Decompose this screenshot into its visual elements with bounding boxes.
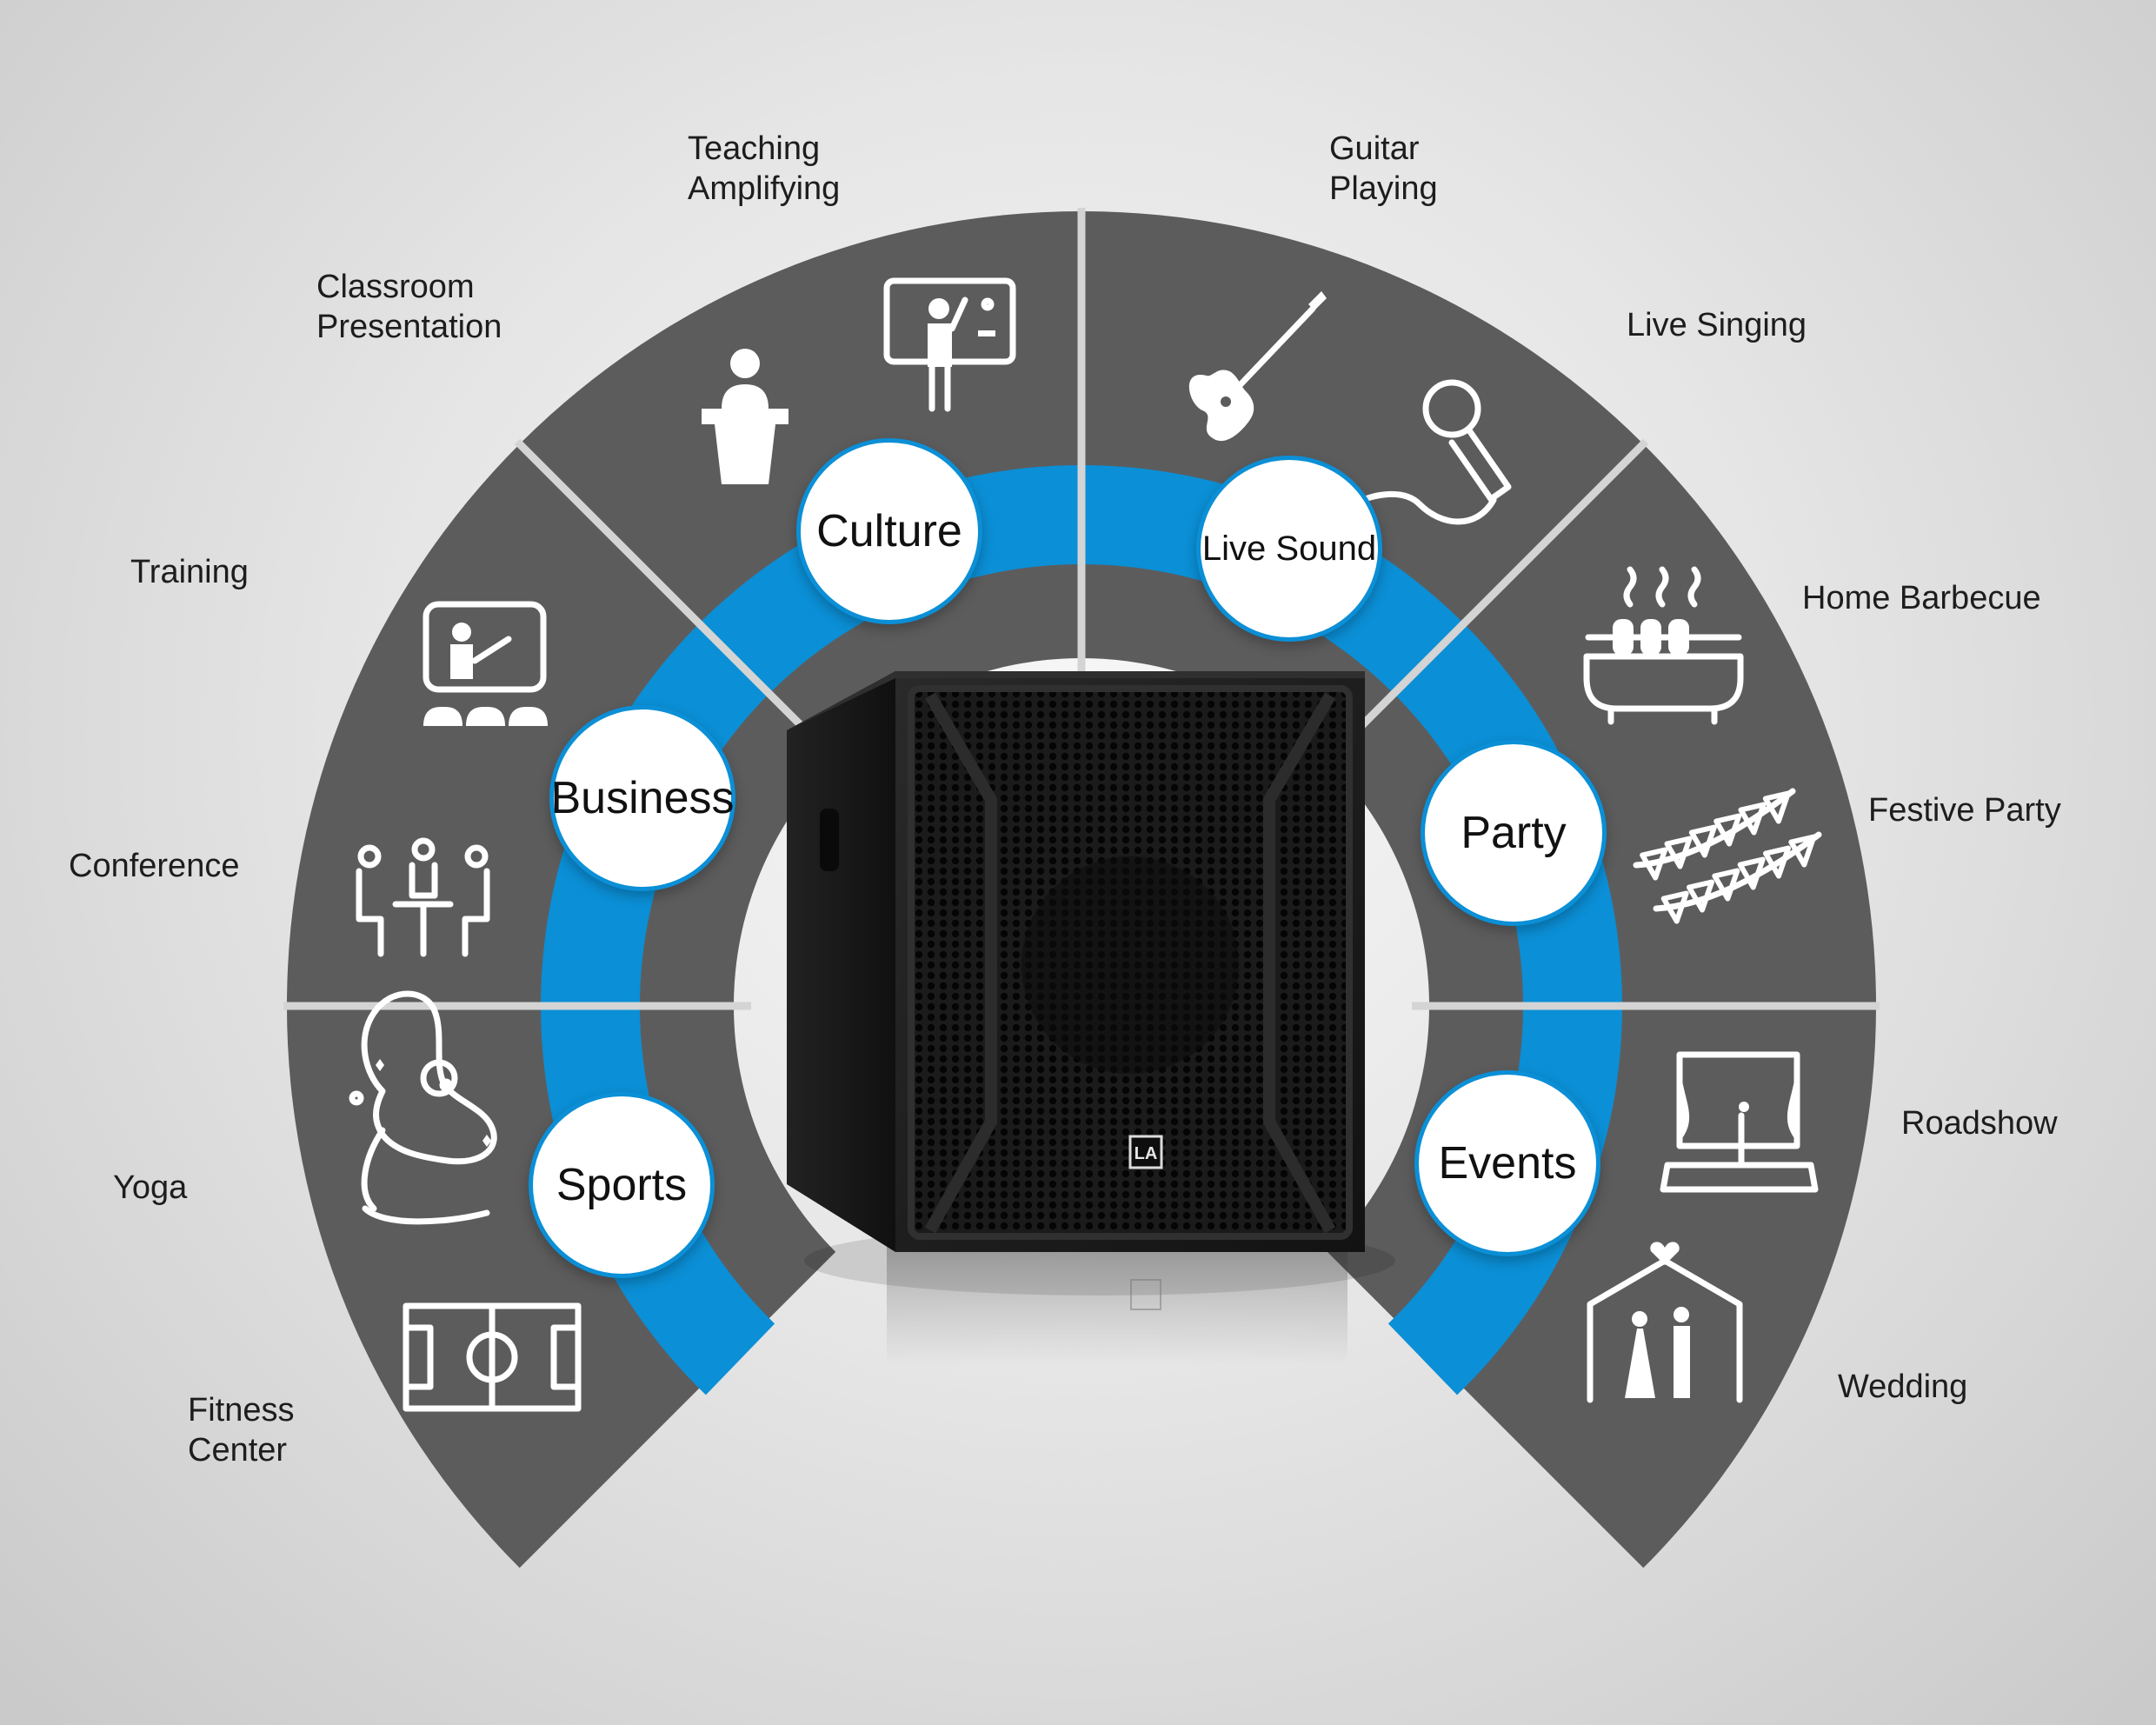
bunting-flag	[1788, 834, 1817, 868]
label-live-singing: Live Singing	[1627, 307, 1807, 343]
conference-meeting-icon	[356, 837, 490, 957]
category-culture[interactable]: Culture	[796, 438, 982, 624]
category-events[interactable]: Events	[1414, 1070, 1600, 1256]
bunting-flag	[1688, 824, 1717, 858]
category-live-sound[interactable]: Live Sound	[1196, 456, 1382, 642]
label-roadshow: Roadshow	[1901, 1105, 2058, 1142]
teacher-whiteboard-icon	[883, 277, 1016, 412]
bunting-flag	[1762, 790, 1791, 824]
separator-line	[1312, 438, 1649, 776]
label-yoga: Yoga	[113, 1169, 188, 1206]
wedding-arch-icon	[1587, 1242, 1743, 1403]
category-party[interactable]: Party	[1421, 740, 1607, 926]
bunting-flag	[1738, 802, 1767, 836]
separator-line	[514, 438, 851, 776]
product-logo: LA	[1135, 1144, 1158, 1163]
bunting-flag	[1763, 845, 1791, 879]
label-wedding: Wedding	[1838, 1369, 1968, 1405]
label-conference: Conference	[69, 848, 240, 884]
bunting-flag	[1712, 868, 1740, 902]
football-pitch-icon	[403, 1302, 582, 1412]
podium-speaker-icon	[702, 349, 789, 484]
electric-guitar-icon	[1188, 291, 1327, 442]
blue-ring-arc	[540, 464, 1622, 1395]
bunting-flag	[1687, 879, 1714, 913]
barbecue-grill-icon	[1583, 566, 1744, 725]
microphone-icon	[1351, 379, 1512, 525]
label-festive-party: Festive Party	[1868, 792, 2061, 829]
yoga-pose-icon	[349, 990, 497, 1225]
bunting-flag	[1737, 856, 1766, 890]
bunting-flag	[1664, 836, 1693, 869]
bunting-flag	[1660, 890, 1689, 924]
blue-ring	[540, 464, 1622, 1395]
category-sports[interactable]: Sports	[529, 1092, 715, 1278]
training-screen-icon	[423, 601, 548, 726]
category-business[interactable]: Business	[549, 705, 735, 891]
sector-separators	[283, 208, 1880, 1010]
stage-curtain-icon	[1660, 1051, 1819, 1193]
bunting-flags-icon	[1633, 788, 1822, 924]
subwoofer-speaker: LA	[787, 671, 1395, 1365]
label-training: Training	[130, 554, 249, 590]
label-home-barbecue: Home Barbecue	[1802, 580, 2041, 616]
bunting-flag	[1713, 813, 1742, 847]
bunting-flag	[1640, 847, 1668, 881]
